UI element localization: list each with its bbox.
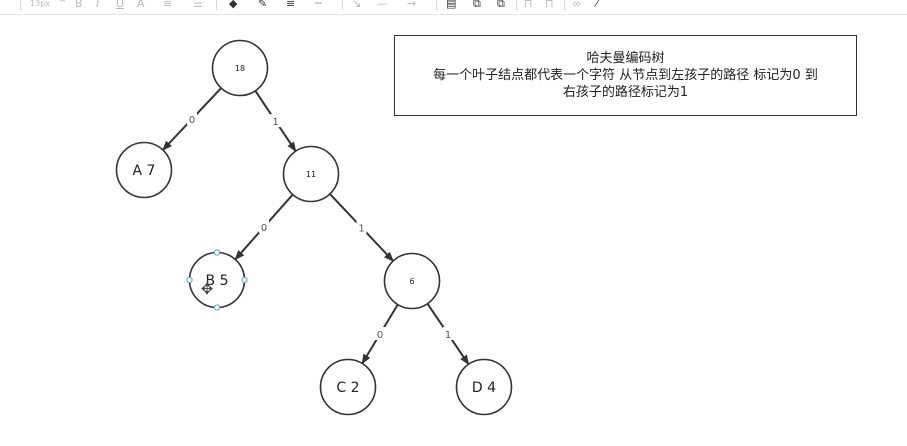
node-label: 18 — [235, 64, 245, 73]
toolbar-divider — [20, 0, 21, 10]
toolbar: 13px ⌃ B I U A ≡ ☰ ◆ ✎ ≡ ┅ ↘ — → ▤ ⧉ ⧉ ⊓… — [0, 0, 907, 15]
edge-label-background — [270, 114, 281, 127]
link-icon[interactable]: ∞ — [572, 0, 582, 10]
unlock-icon[interactable]: ⊓ — [545, 0, 554, 10]
connector-icon[interactable]: ↘ — [352, 0, 362, 10]
edge-label: 0 — [189, 115, 195, 126]
internal-node[interactable] — [282, 145, 340, 203]
diagram-canvas[interactable]: 0 1 0 1 0 1 18 A 7 11 B 5 6 C 2 D 4 ✥ — [0, 15, 907, 446]
note-title: 哈夫曼编码树 — [586, 51, 665, 66]
note-line: 每一个叶子结点都代表一个字符 从节点到左孩子的路径 标记为0 到 — [433, 68, 818, 83]
leaf-node[interactable] — [115, 141, 173, 199]
magic-wand-icon[interactable]: ⁄ — [596, 0, 598, 10]
edge-label-background — [187, 112, 197, 125]
line-width-icon[interactable]: ≡ — [286, 0, 296, 10]
toolbar-divider — [342, 0, 343, 10]
node-label: C 2 — [336, 380, 359, 396]
list-icon[interactable]: ☰ — [193, 0, 203, 10]
group-icon[interactable]: ⧉ — [473, 0, 481, 10]
move-cursor-icon: ✥ — [201, 280, 214, 298]
bold-button[interactable]: B — [75, 0, 83, 10]
selection-handle[interactable] — [241, 276, 248, 284]
align-icon[interactable]: ▤ — [446, 0, 457, 10]
node-label: B 5 — [206, 273, 229, 289]
arrow-icon[interactable]: → — [407, 0, 417, 10]
node-label: A 7 — [133, 163, 156, 179]
edge-label: 0 — [377, 330, 383, 341]
edge-label-background — [356, 220, 367, 234]
edge-label: 1 — [358, 224, 364, 235]
node-label: 6 — [409, 277, 414, 286]
description-note[interactable]: 哈夫曼编码树 每一个叶子结点都代表一个字符 从节点到左孩子的路径 标记为0 到 … — [394, 35, 857, 116]
node-label: 11 — [306, 170, 316, 179]
selection-handle[interactable] — [213, 304, 221, 311]
internal-node[interactable] — [211, 39, 269, 97]
line-dash-icon[interactable]: ┅ — [315, 0, 322, 10]
font-color-button[interactable]: A — [137, 0, 145, 10]
toolbar-divider — [216, 0, 217, 10]
ungroup-icon[interactable]: ⧉ — [497, 0, 505, 10]
toolbar-divider — [516, 0, 517, 10]
leaf-node[interactable] — [319, 358, 377, 416]
line-icon[interactable]: — — [377, 0, 388, 10]
edge-label: 0 — [261, 223, 267, 234]
edge-label-background — [375, 327, 385, 340]
pen-icon[interactable]: ✎ — [258, 0, 268, 10]
toolbar-divider — [564, 0, 565, 10]
selection-handle[interactable] — [186, 276, 193, 284]
underline-button[interactable]: U — [116, 0, 125, 10]
selection-handle[interactable] — [213, 249, 221, 256]
italic-button[interactable]: I — [96, 0, 100, 10]
edge-label-background — [443, 327, 453, 340]
fill-icon[interactable]: ◆ — [229, 0, 238, 10]
edge-label: 1 — [445, 330, 451, 341]
leaf-node[interactable] — [455, 358, 513, 416]
lock-icon[interactable]: ⊓ — [524, 0, 533, 10]
edge-label: 1 — [272, 117, 278, 128]
text-align-icon[interactable]: ≡ — [163, 0, 173, 10]
toolbar-divider — [436, 0, 437, 10]
edge-label-background — [259, 220, 269, 233]
node-label: D 4 — [472, 380, 496, 396]
chevron-down-icon: ⌃ — [58, 0, 68, 10]
font-size-select[interactable]: 13px — [30, 0, 50, 8]
note-line: 右孩子的路径标记为1 — [562, 85, 689, 100]
internal-node[interactable] — [383, 252, 441, 310]
